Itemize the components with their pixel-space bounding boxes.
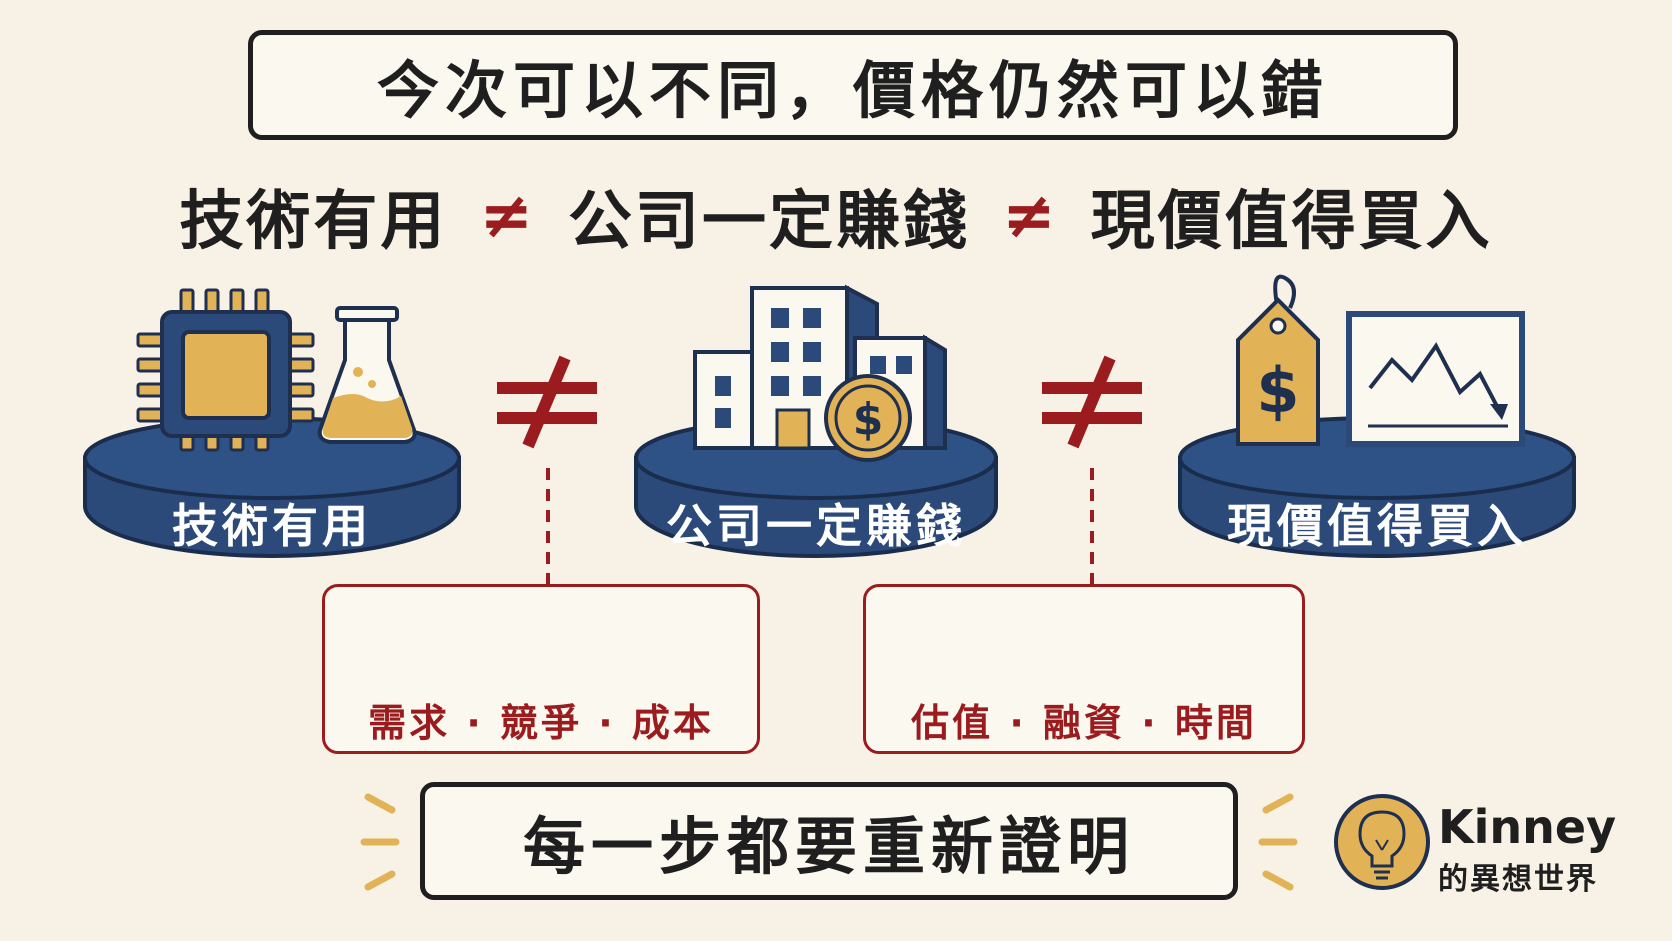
brand: Kinney 的異想世界 <box>1438 800 1658 898</box>
lightbulb-icon <box>1334 794 1430 890</box>
conclusion-banner: 每一步都要重新證明 <box>420 782 1238 900</box>
title-text: 今次可以不同，價格仍然可以錯 <box>376 54 1329 127</box>
chip-icon <box>136 288 315 452</box>
conclusion-text: 每一步都要重新證明 <box>522 810 1135 883</box>
equation-term-1: 技術有用 <box>179 185 448 259</box>
pedestal-label-2: 公司一定賺錢 <box>666 499 966 553</box>
not-equal-icon-2 <box>1042 355 1142 449</box>
flask-icon <box>317 306 417 444</box>
factor-box-valuation <box>863 584 1305 754</box>
equation-row: 技術有用 ≠ 公司一定賺錢 ≠ 現價值得買入 <box>100 168 1572 264</box>
factor-box-business <box>322 584 760 754</box>
emphasis-rays-right <box>1258 793 1298 891</box>
equation-term-3: 現價值得買入 <box>1090 185 1493 259</box>
svg-text:$: $ <box>1256 354 1299 427</box>
not-equal-sign: ≠ <box>1002 179 1059 253</box>
not-equal-icon-1 <box>497 355 597 449</box>
pedestal-label-1: 技術有用 <box>172 499 372 553</box>
title-banner: 今次可以不同，價格仍然可以錯 <box>248 30 1458 140</box>
dollar-coin-icon: $ <box>824 374 912 462</box>
pedestal-label-3: 現價值得買入 <box>1227 499 1527 553</box>
brand-name: Kinney <box>1438 800 1617 854</box>
falling-chart-icon <box>1346 311 1525 447</box>
factor-text-business: 需求 · 競爭 · 成本 <box>368 701 714 745</box>
price-tag-icon: $ <box>1236 274 1320 446</box>
brand-subtitle: 的異想世界 <box>1438 862 1598 897</box>
emphasis-rays-left <box>360 793 400 891</box>
equation-term-2: 公司一定賺錢 <box>568 185 970 259</box>
factor-text-valuation: 估值 · 融資 · 時間 <box>911 701 1257 745</box>
svg-text:$: $ <box>853 394 884 445</box>
not-equal-sign: ≠ <box>479 179 536 253</box>
